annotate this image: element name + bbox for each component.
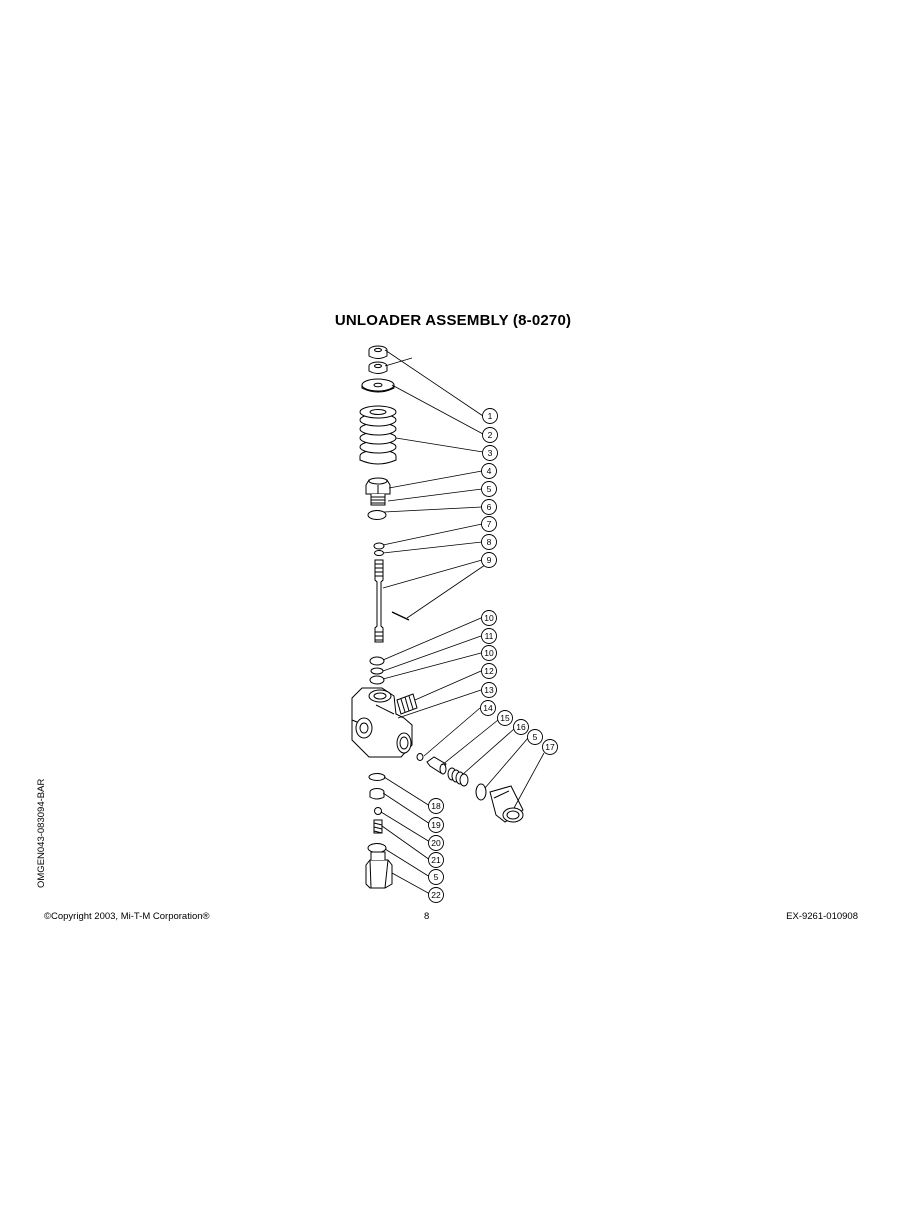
part-nut-2 bbox=[368, 361, 388, 374]
callout-5a bbox=[481, 481, 497, 497]
callout-9 bbox=[481, 552, 497, 568]
part-plug-22 bbox=[365, 851, 393, 889]
callout-22 bbox=[428, 887, 444, 903]
part-ball-20 bbox=[374, 807, 382, 815]
callout-4 bbox=[481, 463, 497, 479]
part-fitting-12 bbox=[396, 693, 418, 715]
callout-label: 19 bbox=[431, 820, 441, 830]
callout-label: 15 bbox=[500, 713, 510, 723]
callout-12 bbox=[481, 663, 497, 679]
callout-21 bbox=[428, 852, 444, 868]
callout-label: 12 bbox=[484, 666, 494, 676]
callout-label: 10 bbox=[484, 613, 494, 623]
callout-label: 13 bbox=[484, 685, 494, 695]
callout-15 bbox=[497, 710, 513, 726]
footer-copyright: ©Copyright 2003, Mi-T-M Corporation® bbox=[44, 911, 210, 922]
part-small-ring bbox=[373, 542, 385, 550]
callout-label: 21 bbox=[431, 855, 441, 865]
callout-16 bbox=[513, 719, 529, 735]
document-code-vertical: OMGEN043-083094-BAR bbox=[36, 778, 47, 888]
part-o-ring bbox=[367, 510, 387, 520]
callout-10b bbox=[481, 645, 497, 661]
callout-13 bbox=[481, 682, 497, 698]
part-spring-21 bbox=[373, 819, 383, 834]
part-nut bbox=[368, 345, 388, 359]
part-ring-11 bbox=[370, 667, 384, 675]
callout-5c bbox=[428, 869, 444, 885]
callout-label: 2 bbox=[488, 430, 493, 440]
callout-20 bbox=[428, 835, 444, 851]
part-unloader-body bbox=[351, 687, 413, 758]
part-ring-10b bbox=[369, 675, 385, 685]
callout-8 bbox=[481, 534, 497, 550]
callout-5b bbox=[527, 729, 543, 745]
callout-6 bbox=[481, 499, 497, 515]
callout-18 bbox=[428, 798, 444, 814]
callout-14 bbox=[480, 700, 496, 716]
callout-19 bbox=[428, 817, 444, 833]
part-stem bbox=[374, 559, 384, 643]
callout-label: 3 bbox=[488, 448, 493, 458]
footer-doc-code: EX-9261-010908 bbox=[786, 911, 858, 922]
callout-label: 6 bbox=[487, 502, 492, 512]
callout-label: 10 bbox=[484, 648, 494, 658]
callout-label: 20 bbox=[431, 838, 441, 848]
callout-label: 4 bbox=[487, 466, 492, 476]
callout-label: 22 bbox=[431, 890, 441, 900]
callout-label: 9 bbox=[487, 555, 492, 565]
callout-2 bbox=[482, 427, 498, 443]
part-pin bbox=[391, 611, 410, 621]
callout-label: 7 bbox=[487, 519, 492, 529]
callout-label: 16 bbox=[516, 722, 526, 732]
callout-label: 5 bbox=[487, 484, 492, 494]
part-spring-stack bbox=[359, 405, 397, 465]
callout-1 bbox=[482, 408, 498, 424]
callout-circles bbox=[428, 408, 558, 903]
callout-label: 5 bbox=[533, 732, 538, 742]
part-adjuster-body bbox=[365, 477, 391, 506]
callout-label: 18 bbox=[431, 801, 441, 811]
part-washer bbox=[361, 378, 395, 393]
callout-label: 14 bbox=[483, 703, 493, 713]
part-small-ring-2 bbox=[374, 550, 384, 556]
callout-label: 11 bbox=[485, 631, 494, 641]
part-poppet bbox=[426, 756, 447, 775]
parts-drawing bbox=[351, 345, 524, 889]
callout-10a bbox=[481, 610, 497, 626]
callout-label: 17 bbox=[545, 742, 555, 752]
part-ring-14 bbox=[416, 753, 424, 761]
callout-label: 1 bbox=[488, 411, 493, 421]
part-o-ring-lower bbox=[367, 843, 387, 853]
part-plug-17 bbox=[489, 785, 524, 823]
callout-label: 8 bbox=[487, 537, 492, 547]
callout-17 bbox=[542, 739, 558, 755]
callout-3 bbox=[482, 445, 498, 461]
part-ring-18 bbox=[368, 773, 386, 781]
callout-label: 5 bbox=[434, 872, 439, 882]
page-number: 8 bbox=[424, 911, 430, 922]
part-seat-19 bbox=[369, 788, 385, 800]
page-title: UNLOADER ASSEMBLY (8-0270) bbox=[334, 312, 572, 329]
part-o-ring-side bbox=[475, 783, 487, 801]
part-spring-16 bbox=[447, 767, 469, 787]
callout-11 bbox=[481, 628, 497, 644]
part-ring-10a bbox=[369, 656, 385, 666]
callout-labels: 1 2 3 4 5 6 7 8 9 10 11 10 12 13 14 15 1… bbox=[431, 411, 555, 900]
leader-lines bbox=[380, 349, 545, 895]
callout-7 bbox=[481, 516, 497, 532]
